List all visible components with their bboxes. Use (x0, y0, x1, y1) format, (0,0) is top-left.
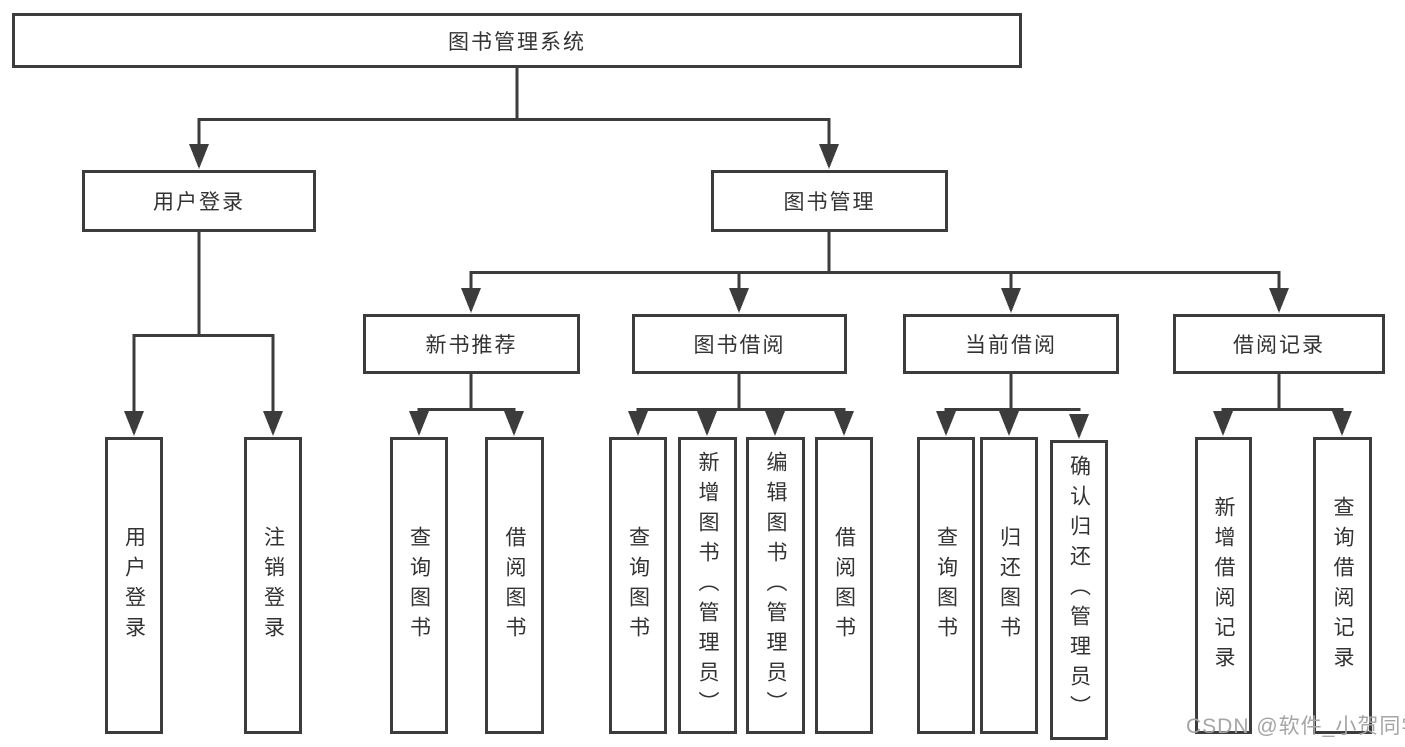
node-label: 图书管理 (783, 191, 876, 214)
node-library-management-system: 图书管理系统 (12, 13, 1022, 68)
leaf-add-book-admin: 新增图书（管理员） (678, 437, 737, 734)
node-book-management: 图书管理 (711, 170, 948, 232)
node-label: 图书管理系统 (448, 30, 586, 54)
node-borrow-records: 借阅记录 (1173, 314, 1385, 374)
arrowhead-icons (124, 144, 1352, 439)
node-label: 借阅记录 (1233, 334, 1325, 357)
node-label: 归还图书 (997, 525, 1021, 646)
node-label: 确认归还（管理员） (1067, 455, 1091, 725)
node-label: 注销登录 (261, 525, 285, 646)
node-label: 用户登录 (153, 191, 245, 214)
csdn-watermark: CSDN @软件_小贺同学 (1186, 715, 1405, 738)
node-label: 借阅图书 (503, 525, 526, 646)
node-label: 编辑图书（管理员） (764, 450, 787, 721)
leaf-return-book: 归还图书 (980, 437, 1038, 734)
leaf-edit-book-admin: 编辑图书（管理员） (746, 437, 805, 734)
node-label: 查询借阅记录 (1331, 495, 1354, 676)
node-label: 用户登录 (122, 525, 146, 646)
leaf-borrow-books-recommend: 借阅图书 (485, 437, 544, 734)
node-label: 借阅图书 (832, 525, 856, 646)
node-label: 查询图书 (407, 525, 431, 646)
leaf-add-borrow-record: 新增借阅记录 (1195, 437, 1252, 734)
node-label: 图书借阅 (693, 334, 786, 357)
leaf-query-books-borrow: 查询图书 (609, 437, 667, 734)
connector-lines (132, 64, 1344, 415)
node-book-borrow: 图书借阅 (632, 314, 847, 374)
leaf-query-books-recommend: 查询图书 (390, 437, 448, 734)
node-label: 查询图书 (934, 525, 958, 646)
node-label: 查询图书 (626, 525, 650, 646)
node-label: 当前借阅 (965, 334, 1057, 357)
leaf-user-login: 用户登录 (105, 437, 163, 734)
leaf-logout: 注销登录 (244, 437, 302, 734)
node-user-login-branch: 用户登录 (82, 170, 316, 232)
leaf-query-borrow-record: 查询借阅记录 (1313, 437, 1372, 734)
node-label: 新书推荐 (425, 334, 518, 357)
node-label: 新增借阅记录 (1212, 495, 1235, 676)
node-new-book-recommend: 新书推荐 (363, 314, 580, 374)
leaf-confirm-return-admin: 确认归还（管理员） (1050, 440, 1108, 740)
node-current-borrow: 当前借阅 (903, 314, 1119, 374)
node-label: 新增图书（管理员） (696, 450, 719, 721)
leaf-query-books-current: 查询图书 (917, 437, 975, 734)
leaf-borrow-books: 借阅图书 (815, 437, 873, 734)
